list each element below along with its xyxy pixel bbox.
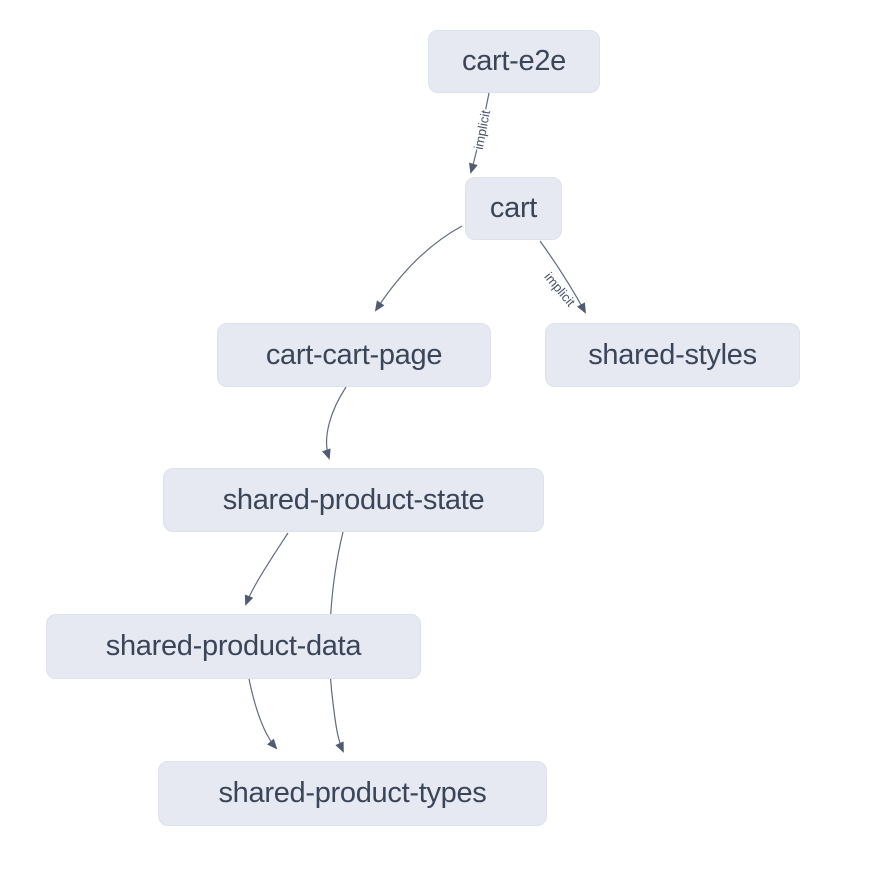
node-cart-e2e[interactable]: cart-e2e [428, 30, 600, 93]
edge-cart-e2e-to-cart [469, 92, 490, 174]
node-shared-product-data[interactable]: shared-product-data [46, 614, 421, 679]
edge-shared-product-data-to-shared-product-types [248, 678, 278, 750]
node-shared-product-state[interactable]: shared-product-state [163, 468, 544, 532]
node-shared-styles[interactable]: shared-styles [545, 323, 800, 387]
edge-cart-cart-page-to-shared-product-state [322, 386, 347, 460]
edge-label-implicit-shared-styles: implicit [541, 269, 578, 309]
node-shared-product-types[interactable]: shared-product-types [158, 761, 547, 826]
edge-cart-to-shared-styles [539, 240, 586, 314]
edge-shared-product-state-to-shared-product-data [244, 532, 289, 606]
node-cart[interactable]: cart [465, 177, 562, 240]
node-cart-cart-page[interactable]: cart-cart-page [217, 323, 491, 387]
edge-cart-to-cart-cart-page [374, 225, 463, 312]
edge-shared-product-state-to-shared-product-types [329, 531, 344, 753]
edge-label-implicit-cart-e2e: implicit [471, 108, 493, 150]
